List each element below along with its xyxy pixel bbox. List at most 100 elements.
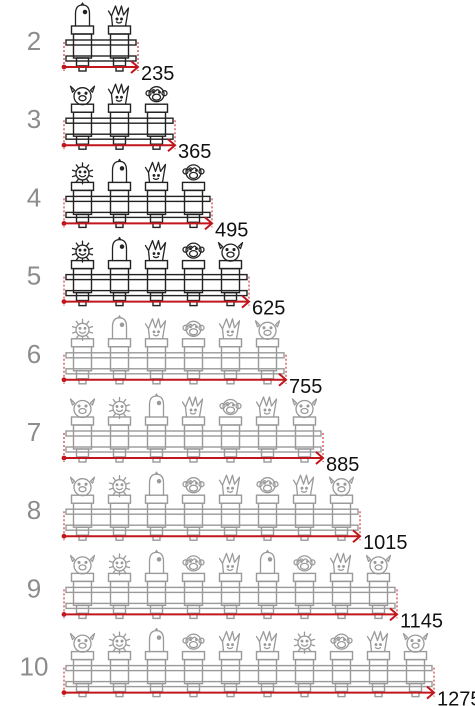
unit-figure: [69, 632, 96, 698]
unit-figure: [107, 631, 132, 698]
cactus-head-icon: [148, 627, 165, 653]
unit-figure: [255, 477, 280, 541]
hand-head-icon: [144, 318, 167, 340]
mounting-frame: [65, 586, 396, 610]
cactus-head-icon: [148, 549, 165, 575]
hand-head-icon: [218, 552, 241, 575]
unit-figure: [181, 477, 206, 541]
monkey-head-icon: [219, 398, 242, 416]
hand-head-icon: [218, 474, 241, 496]
sun-head-icon: [108, 396, 131, 420]
sun-head-icon: [293, 631, 316, 654]
cactus-head-icon: [111, 236, 128, 262]
width-value-label: 1145: [400, 610, 443, 632]
cactus-head-icon: [74, 2, 91, 27]
width-value-label: 625: [252, 298, 285, 320]
sun-head-icon: [108, 553, 131, 576]
unit-figure: [181, 242, 206, 307]
configuration-row-8: 8 1015: [27, 471, 408, 554]
width-value-label: 1275: [437, 689, 475, 706]
sun-head-icon: [108, 475, 131, 498]
unit-figure: [107, 5, 132, 72]
unit-figure: [144, 161, 169, 229]
unit-figure: [144, 471, 169, 541]
pig-head-icon: [254, 320, 281, 340]
unit-figure: [255, 396, 280, 463]
unit-figure: [107, 396, 132, 463]
unit-figure: [107, 158, 132, 229]
cactus-head-icon: [111, 315, 128, 340]
mounting-frame: [65, 117, 174, 140]
unit-figure: [181, 555, 206, 620]
unit-figure: [181, 320, 206, 385]
hand-head-icon: [181, 396, 204, 418]
unit-count-label: 6: [27, 339, 41, 369]
configuration-row-10: 101275: [20, 627, 475, 706]
hand-head-icon: [144, 161, 167, 184]
unit-figure: [69, 476, 96, 541]
pig-head-icon: [402, 632, 429, 653]
pig-head-icon: [365, 554, 392, 575]
pig-head-icon: [69, 85, 96, 106]
unit-figure: [107, 83, 132, 150]
hand-head-icon: [255, 630, 278, 653]
monkey-head-icon: [182, 320, 205, 337]
pig-head-icon: [69, 476, 96, 497]
pig-head-icon: [328, 476, 355, 497]
monkey-head-icon: [330, 633, 353, 650]
unit-figure: [292, 474, 317, 541]
mounting-frame: [65, 273, 248, 297]
cactus-head-icon: [111, 158, 128, 184]
unit-count-label: 2: [27, 26, 41, 56]
sun-head-icon: [108, 631, 131, 654]
cactus-head-icon: [148, 393, 165, 418]
monkey-head-icon: [182, 477, 205, 494]
pig-head-icon: [69, 398, 96, 419]
unit-figure: [255, 549, 280, 620]
hand-head-icon: [144, 239, 167, 262]
mounting-frame: [65, 195, 211, 219]
width-dimension-arrow: [61, 198, 214, 231]
pig-head-icon: [69, 632, 96, 653]
sun-head-icon: [71, 240, 94, 263]
monkey-head-icon: [182, 242, 205, 259]
unit-figure: [218, 552, 243, 620]
unit-figure: [217, 241, 244, 307]
width-value-label: 755: [289, 376, 322, 398]
width-dimension-arrow: [61, 276, 251, 309]
unit-figure: [70, 240, 95, 307]
mounting-frame: [65, 664, 433, 688]
unit-figure: [181, 164, 206, 229]
width-value-label: 1015: [363, 532, 408, 554]
unit-figure: [144, 627, 169, 698]
unit-figure: [255, 630, 280, 698]
hand-head-icon: [366, 630, 389, 653]
sun-head-icon: [71, 162, 94, 185]
width-dimension-arrow: [61, 42, 140, 74]
unit-figure: [70, 318, 95, 385]
sun-head-icon: [71, 318, 94, 341]
hand-head-icon: [329, 552, 352, 575]
cactus-head-icon: [148, 471, 165, 496]
unit-figure: [291, 398, 318, 463]
unit-figure: [69, 85, 96, 150]
monkey-head-icon: [145, 86, 168, 103]
hand-head-icon: [292, 474, 315, 496]
hand-head-icon: [107, 83, 130, 105]
width-dimension-arrow: [61, 589, 399, 622]
configuration-row-6: 6 755: [27, 315, 322, 398]
width-value-label: 235: [141, 63, 174, 85]
configuration-row-9: 9 1145: [27, 549, 443, 632]
hand-head-icon: [218, 630, 241, 653]
monkey-head-icon: [182, 633, 205, 650]
unit-figure: [144, 239, 169, 307]
monkey-head-icon: [293, 555, 316, 572]
unit-count-label: 8: [27, 495, 41, 525]
mounting-frame: [65, 352, 285, 375]
unit-count-label: 9: [27, 573, 41, 603]
width-value-label: 495: [215, 219, 248, 241]
width-dimension-arrow: [61, 667, 436, 700]
